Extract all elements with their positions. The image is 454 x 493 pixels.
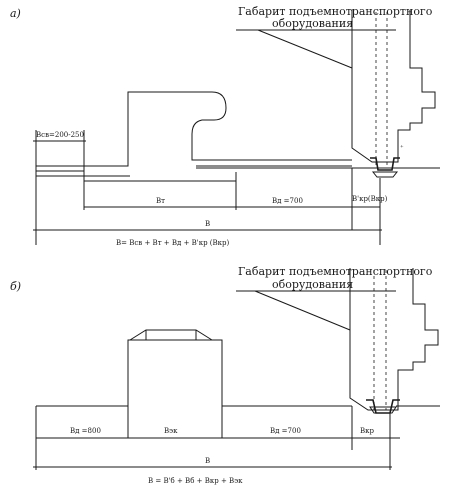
panel-a-dim-bkr: B'кр(Bкр) xyxy=(352,195,388,203)
panel-a-caption-line2: оборудования xyxy=(272,17,353,30)
panel-a-leader-line xyxy=(257,29,353,69)
panel-b-formula: B = B'б + Bб + Bкр + Bэк xyxy=(148,477,243,485)
panel-b-crane-rail-base xyxy=(369,406,397,414)
panel-a: а) Габарит подъемнотранспортного оборудо… xyxy=(10,5,440,247)
panel-a-dim-bsv: Bсв=200-250 xyxy=(36,131,84,139)
panel-a-crane-mark: ⁺ xyxy=(400,144,404,152)
panel-b-dim-bsh: Bэк xyxy=(164,427,178,435)
panel-b-crane-outline xyxy=(349,268,439,411)
panel-b-caption-line1: Габарит подъемнотранспортного xyxy=(238,265,433,278)
panel-a-dim-bp: Bт xyxy=(156,197,165,205)
panel-a-body-outline xyxy=(36,91,352,167)
panel-b-dim-bd1: Bд =800 xyxy=(70,427,101,435)
panel-b-total: B xyxy=(205,457,210,465)
panel-b-dim-bkr: Bкр xyxy=(360,427,375,435)
panel-b-body-top xyxy=(129,329,213,341)
panel-a-crane-rail-base xyxy=(371,171,399,178)
panel-a-crane-outline xyxy=(351,10,436,163)
panel-a-total: B xyxy=(205,220,210,228)
panel-b-dim-bd2: Bд =700 xyxy=(270,427,301,435)
panel-b-caption-line2: оборудования xyxy=(272,278,353,291)
panel-a-formula: B= Bсв + Bт + Bд + B'кр (Bкр) xyxy=(116,239,230,247)
panel-a-dim-bd: Bд =700 xyxy=(272,197,303,205)
panel-b: б) Габарит подъемнотранспортного оборудо… xyxy=(10,265,440,485)
panel-a-label: а) xyxy=(10,7,21,20)
panel-b-body xyxy=(127,339,223,439)
panel-a-crane-rail xyxy=(370,157,400,171)
panel-b-label: б) xyxy=(10,280,21,293)
panel-b-leader-line xyxy=(254,290,351,331)
panel-a-caption-line1: Габарит подъемнотранспортного xyxy=(238,5,433,18)
